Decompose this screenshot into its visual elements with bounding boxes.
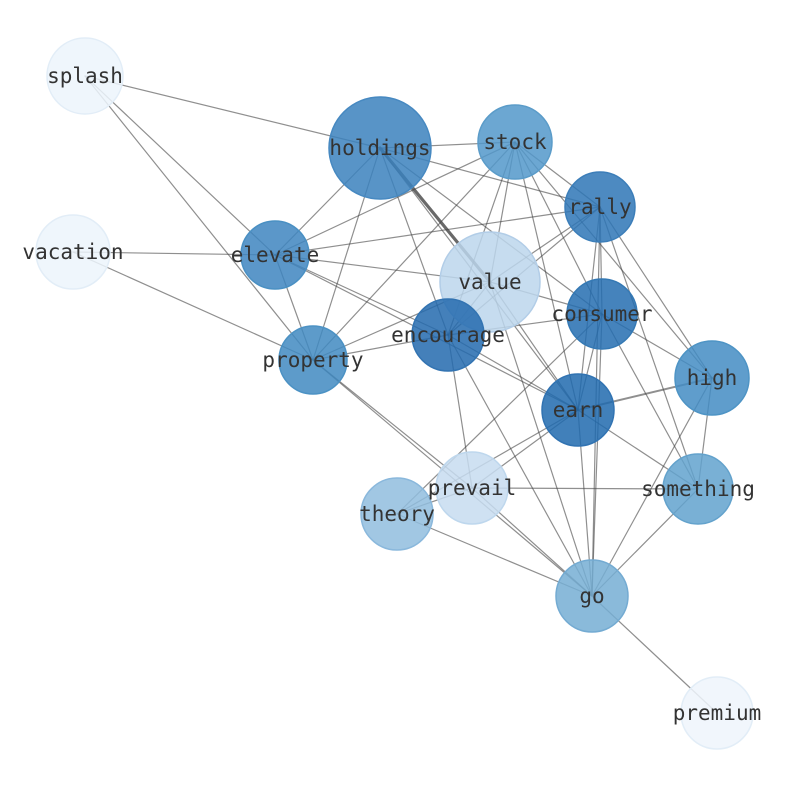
edge-encourage-go — [447, 334, 593, 597]
edge-stock-property — [312, 141, 516, 361]
edge-stock-elevate — [274, 141, 516, 256]
node-label-something: something — [641, 477, 755, 501]
node-something — [662, 453, 734, 525]
node-consumer — [566, 278, 638, 350]
node-prevail — [435, 451, 509, 525]
node-earn — [541, 373, 615, 447]
labels-layer: splash vacation premium value holdings stock r… — [22, 64, 761, 725]
edge-stock-high — [514, 141, 713, 379]
node-label-theory: theory — [359, 502, 435, 526]
edge-consumer-theory — [396, 313, 603, 515]
edge-rally-something — [599, 206, 699, 490]
node-label-encourage: encourage — [391, 323, 505, 347]
edge-value-go — [489, 281, 593, 597]
node-label-high: high — [687, 366, 738, 390]
node-elevate — [240, 220, 310, 290]
node-label-rally: rally — [568, 195, 631, 219]
node-label-value: value — [458, 270, 521, 294]
node-holdings — [328, 96, 432, 200]
edge-high-go — [591, 377, 713, 597]
node-theory — [360, 477, 434, 551]
node-label-elevate: elevate — [231, 243, 320, 267]
edge-consumer-go — [591, 313, 603, 597]
node-label-premium: premium — [673, 701, 762, 725]
node-label-consumer: consumer — [551, 302, 652, 326]
node-premium — [680, 676, 754, 750]
node-rally — [564, 171, 636, 243]
node-label-stock: stock — [483, 130, 547, 154]
node-label-vacation: vacation — [22, 240, 123, 264]
edge-rally-elevate — [274, 206, 601, 256]
node-label-prevail: prevail — [428, 476, 517, 500]
node-high — [674, 340, 750, 416]
edge-splash-property — [84, 75, 314, 361]
edge-stock-earn — [514, 141, 579, 411]
node-label-earn: earn — [553, 398, 604, 422]
edge-splash-elevate — [84, 75, 276, 256]
node-label-go: go — [579, 584, 604, 608]
node-property — [278, 325, 348, 395]
node-label-property: property — [262, 348, 363, 372]
node-stock — [477, 104, 553, 180]
node-encourage — [411, 298, 485, 372]
node-go — [555, 559, 629, 633]
node-splash — [46, 37, 124, 115]
nodes-layer — [35, 37, 754, 750]
node-label-splash: splash — [47, 64, 123, 88]
node-label-holdings: holdings — [329, 136, 430, 160]
node-vacation — [35, 214, 111, 290]
edge-vacation-property — [72, 251, 314, 361]
edge-something-prevail — [471, 487, 699, 490]
